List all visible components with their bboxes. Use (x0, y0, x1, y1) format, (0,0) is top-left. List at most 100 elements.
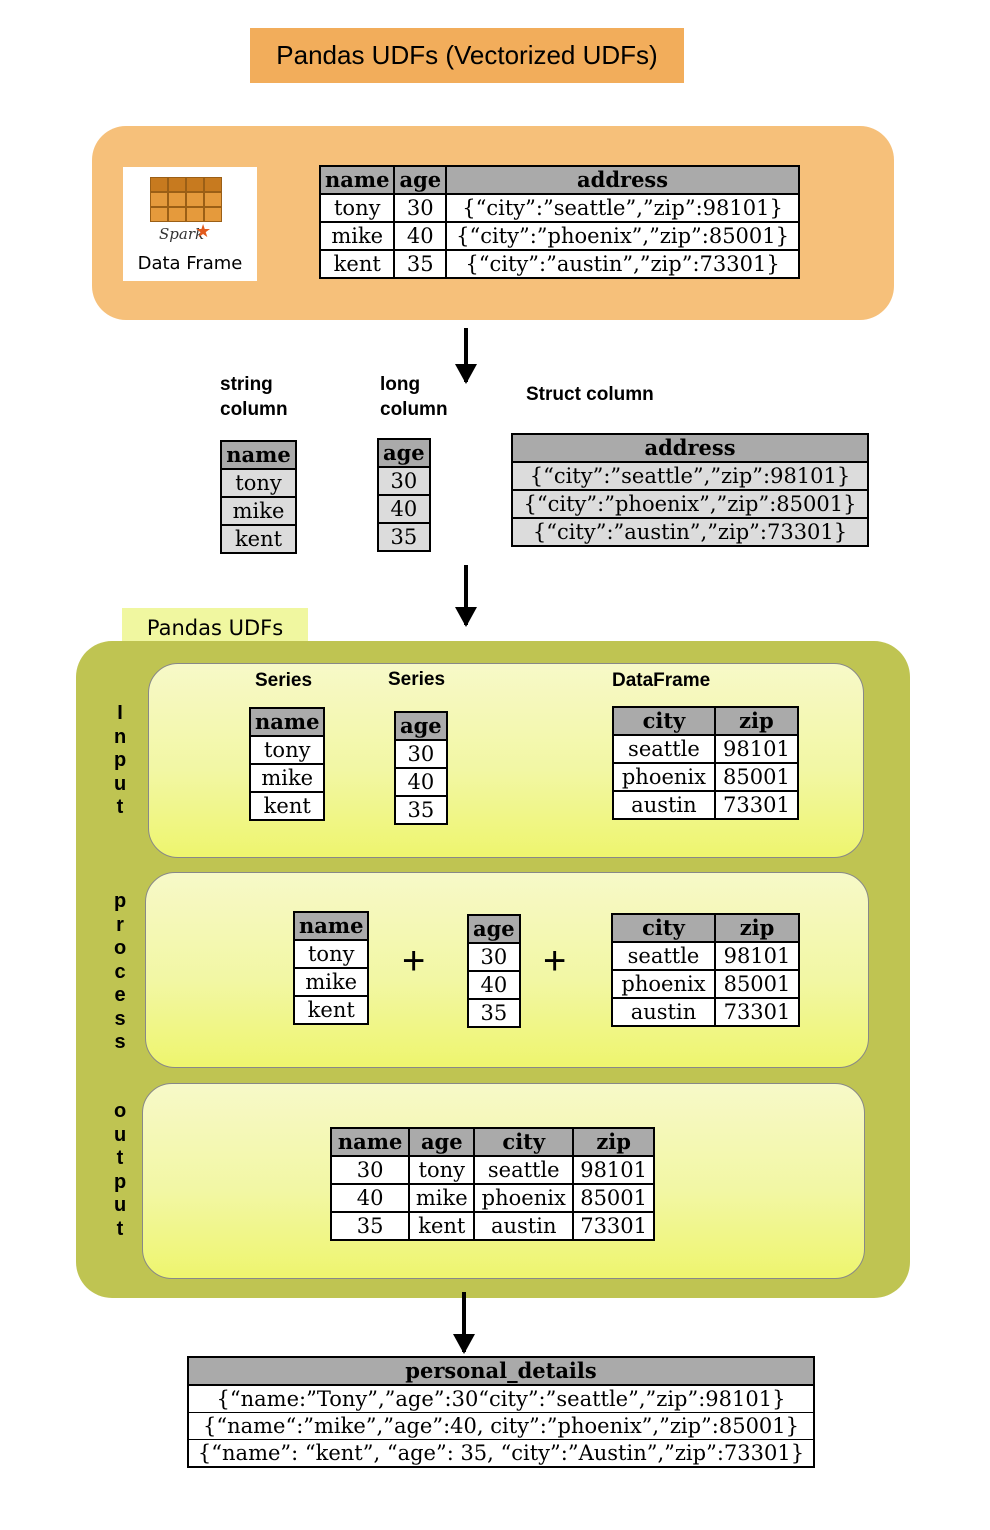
table-cell: mike (248, 763, 326, 793)
table-cell: {“city”:”phoenix”,”zip”:85001} (445, 221, 800, 251)
table-header-row: personal_details (187, 1356, 815, 1386)
header-cell: zip (713, 706, 800, 736)
table-cell: 35 (377, 522, 431, 552)
table-row: {“name:”Tony”,”age”:30“city”:”seattle”,”… (187, 1384, 815, 1413)
table-row: tony (220, 468, 297, 498)
table-row: {“city”:”seattle”,”zip”:98101} (511, 461, 869, 491)
output-side-label: output (110, 1100, 130, 1241)
table-row: 40 (377, 494, 431, 524)
table-row: mike (248, 763, 326, 793)
spark-star-icon: ★ (195, 221, 212, 241)
header-cell: address (445, 165, 800, 195)
table-cell: austin (612, 790, 716, 820)
table-cell: tony (248, 735, 326, 765)
header-cell: age (467, 914, 521, 944)
long-column-label: long column (380, 374, 448, 420)
table-cell: tony (318, 193, 396, 223)
table-cell: 40 (377, 494, 431, 524)
personal-details-table: personal_details {“name:”Tony”,”age”:30“… (187, 1356, 815, 1468)
header-cell: city (612, 706, 716, 736)
string-column-label: string column (220, 374, 288, 420)
table-cell: seattle (611, 941, 716, 971)
header-cell: age (394, 711, 448, 741)
table-cell: tony (408, 1155, 476, 1185)
table-cell: 73301 (713, 790, 800, 820)
side-label-text: process (114, 890, 127, 1053)
table-cell: 30 (393, 193, 448, 223)
header-cell: city (611, 913, 716, 943)
table-row: {“name“:”mike”,”age”:40, city”:”phoenix”… (187, 1412, 815, 1440)
table-row: 30 (377, 466, 431, 496)
table-cell: mike (220, 496, 297, 526)
header-cell: city (473, 1127, 575, 1157)
table-row: kent (220, 524, 297, 554)
table-cell: tony (292, 939, 370, 969)
table-cell: 98101 (713, 734, 800, 764)
header-cell: name (329, 1127, 411, 1157)
table-row: {“city”:”phoenix”,”zip”:85001} (511, 489, 869, 519)
table-cell: 73301 (713, 997, 801, 1027)
diagram-title: Pandas UDFs (Vectorized UDFs) (250, 28, 684, 83)
table-header-row: name (248, 707, 326, 737)
input-age-series-table: age 30 40 35 (394, 711, 448, 825)
header-cell: name (318, 165, 396, 195)
header-cell: zip (713, 913, 801, 943)
table-row: mike (220, 496, 297, 526)
flow-arrow-down (455, 328, 477, 384)
table-header-row: name age address (318, 165, 800, 195)
table-row: {“city”:”austin”,”zip”:73301} (511, 517, 869, 547)
string-column-table: name tony mike kent (220, 440, 297, 554)
table-cell: {“city”:”seattle”,”zip”:98101} (511, 461, 869, 491)
table-row: 30 (394, 739, 448, 769)
table-header-row: age (394, 711, 448, 741)
dataframe-label: DataFrame (612, 670, 711, 691)
struct-column-label: Struct column (526, 384, 654, 405)
table-cell: 40 (467, 970, 521, 1000)
table-cell: {“city”:”phoenix”,”zip”:85001} (511, 489, 869, 519)
table-row: 30 (467, 942, 521, 972)
table-cell: 30 (377, 466, 431, 496)
table-row: 35 (377, 522, 431, 552)
header-cell: age (393, 165, 448, 195)
logo-caption: Data Frame (137, 253, 243, 274)
table-header-row: name (220, 440, 297, 470)
table-cell: 35 (394, 795, 448, 825)
table-cell: 35 (329, 1211, 411, 1241)
table-cell: 85001 (713, 969, 801, 999)
table-header-row: name (292, 911, 370, 941)
table-cell: 73301 (572, 1211, 655, 1241)
table-cell: 30 (329, 1155, 411, 1185)
table-cell: kent (220, 524, 297, 554)
header-cell: name (292, 911, 370, 941)
table-cell: 30 (467, 942, 521, 972)
table-cell: mike (292, 967, 370, 997)
table-cell: {“name“:”mike”,”age”:40, city”:”phoenix”… (187, 1412, 815, 1440)
table-row: 35 (394, 795, 448, 825)
table-cell: {“city”:”austin”,”zip”:73301} (511, 517, 869, 547)
table-cell: seattle (473, 1155, 575, 1185)
table-cell: {“name”: “kent”, “age”: 35, “city”:”Aust… (187, 1439, 815, 1468)
process-name-series-table: name tony mike kent (292, 911, 370, 1025)
table-cell: 30 (394, 739, 448, 769)
flow-arrow-down (455, 565, 477, 627)
table-grid-icon (150, 177, 222, 222)
table-cell: 40 (393, 221, 448, 251)
table-cell: 40 (394, 767, 448, 797)
side-label-text: output (114, 1100, 127, 1240)
table-cell: 35 (467, 998, 521, 1028)
table-row: kent (248, 791, 326, 821)
long-column-table: age 30 40 35 (377, 438, 431, 552)
series-label: Series (255, 670, 313, 691)
table-cell: kent (248, 791, 326, 821)
header-cell: address (511, 433, 869, 463)
